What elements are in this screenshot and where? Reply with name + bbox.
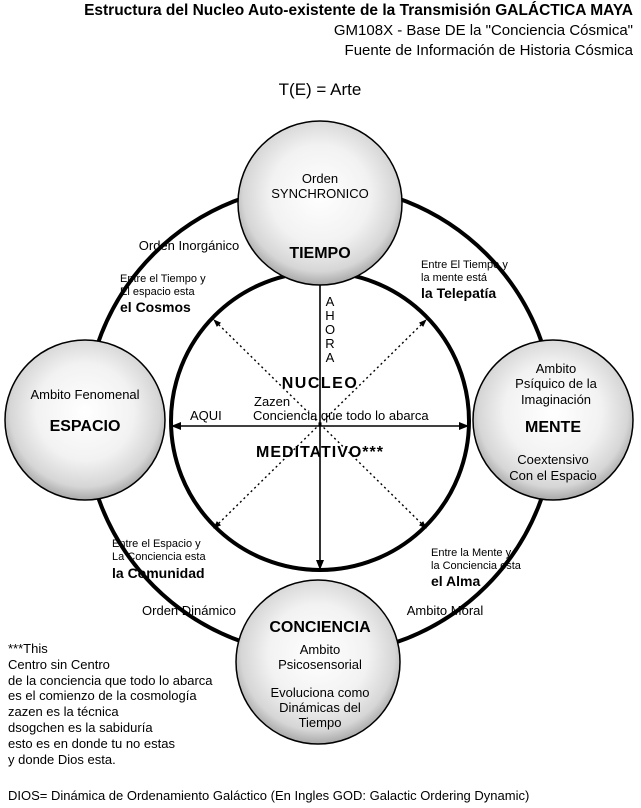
ahora-letter: H: [325, 308, 334, 323]
alma-line2: la Conciencia esta: [431, 560, 522, 572]
comunidad-line2: La Conciencia esta: [112, 551, 206, 563]
footnote-block: ***This Centro sin Centro de la concienc…: [8, 641, 213, 767]
cosmos-line2: El espacio esta: [120, 286, 195, 298]
alma-line1: Entre la Mente y: [431, 547, 512, 559]
footnote-line: ***This: [8, 641, 48, 656]
diagram-title: Estructura del Nucleo Auto-existente de …: [84, 2, 633, 19]
mente-node: [472, 339, 634, 501]
meditativo-label: MEDITATIVO***: [256, 444, 384, 461]
mente-name: MENTE: [525, 419, 581, 436]
footnote-line: esto es en donde tu no estas: [8, 735, 175, 751]
mente-line2: Psíquico de la: [515, 376, 597, 391]
conciencia-name: CONCIENCIA: [269, 619, 371, 636]
ambito-moral-label: Ambito Moral: [407, 603, 484, 618]
nucleo-label: NUCLEO: [282, 375, 359, 392]
footnote-line: zazen es la técnica: [8, 704, 119, 720]
conciencia-line2: Psicosensorial: [278, 657, 362, 672]
cosmos-bold: el Cosmos: [120, 299, 191, 315]
tiempo-line2: SYNCHRONICO: [271, 186, 369, 201]
conciencia-node: [235, 579, 401, 745]
espacio-line1: Ambito Fenomenal: [30, 387, 139, 402]
ahora-letter: R: [325, 336, 334, 351]
mente-line3: Imaginación: [521, 392, 591, 407]
footnote-line: Centro sin Centro: [8, 656, 110, 672]
mente-line4: Coextensivo: [517, 452, 589, 467]
telepatia-line2: la mente está: [421, 272, 488, 284]
conciencia-line1: Ambito: [300, 642, 340, 657]
footnote-line: de la conciencia que todo lo abarca: [8, 672, 213, 688]
conciencia-abarca-label: Conciencia que todo lo abarca: [253, 408, 429, 423]
tiempo-node: [237, 120, 403, 286]
alma-bold: el Alma: [431, 573, 480, 589]
footer-definition: DIOS= Dinámica de Ordenamiento Galáctico…: [8, 788, 530, 803]
diagram-source: Fuente de Información de Historia Cósmic…: [344, 42, 633, 59]
mente-line1: Ambito: [536, 361, 576, 376]
cosmos-line1: Entre el Tiempo y: [120, 273, 206, 285]
espacio-node: [4, 339, 166, 501]
zazen-label: Zazen: [254, 394, 290, 409]
tiempo-name: TIEMPO: [289, 245, 350, 262]
ahora-letter: O: [325, 322, 335, 337]
ahora-letter: A: [326, 350, 335, 365]
formula-text: T(E) = Arte: [279, 80, 362, 99]
comunidad-line1: Entre el Espacio y: [112, 538, 201, 550]
conciencia-line3: Evoluciona como: [271, 685, 370, 700]
conciencia-line5: Tiempo: [299, 715, 342, 730]
diagram-subtitle: GM108X - Base DE la "Conciencia Cósmica": [333, 22, 633, 39]
footnote-line: y donde Dios esta.: [8, 751, 116, 767]
espacio-name: ESPACIO: [50, 418, 121, 435]
conciencia-line4: Dinámicas del: [279, 700, 361, 715]
tiempo-line1: Orden: [302, 171, 338, 186]
telepatia-bold: la Telepatía: [421, 285, 496, 301]
orden-inorganico-label: Orden Inorgánico: [139, 238, 239, 253]
footnote-line: dsogchen es la sabiduría: [8, 719, 153, 735]
comunidad-bold: la Comunidad: [112, 565, 205, 581]
footnote-line: es el comienzo de la cosmología: [8, 688, 197, 704]
ahora-letter: A: [326, 294, 335, 309]
aqui-label: AQUI: [190, 408, 222, 423]
telepatia-line1: Entre El Tiempo y: [421, 259, 508, 271]
orden-dinamico-label: Orden Dinámico: [142, 603, 236, 618]
mente-line5: Con el Espacio: [509, 468, 596, 483]
